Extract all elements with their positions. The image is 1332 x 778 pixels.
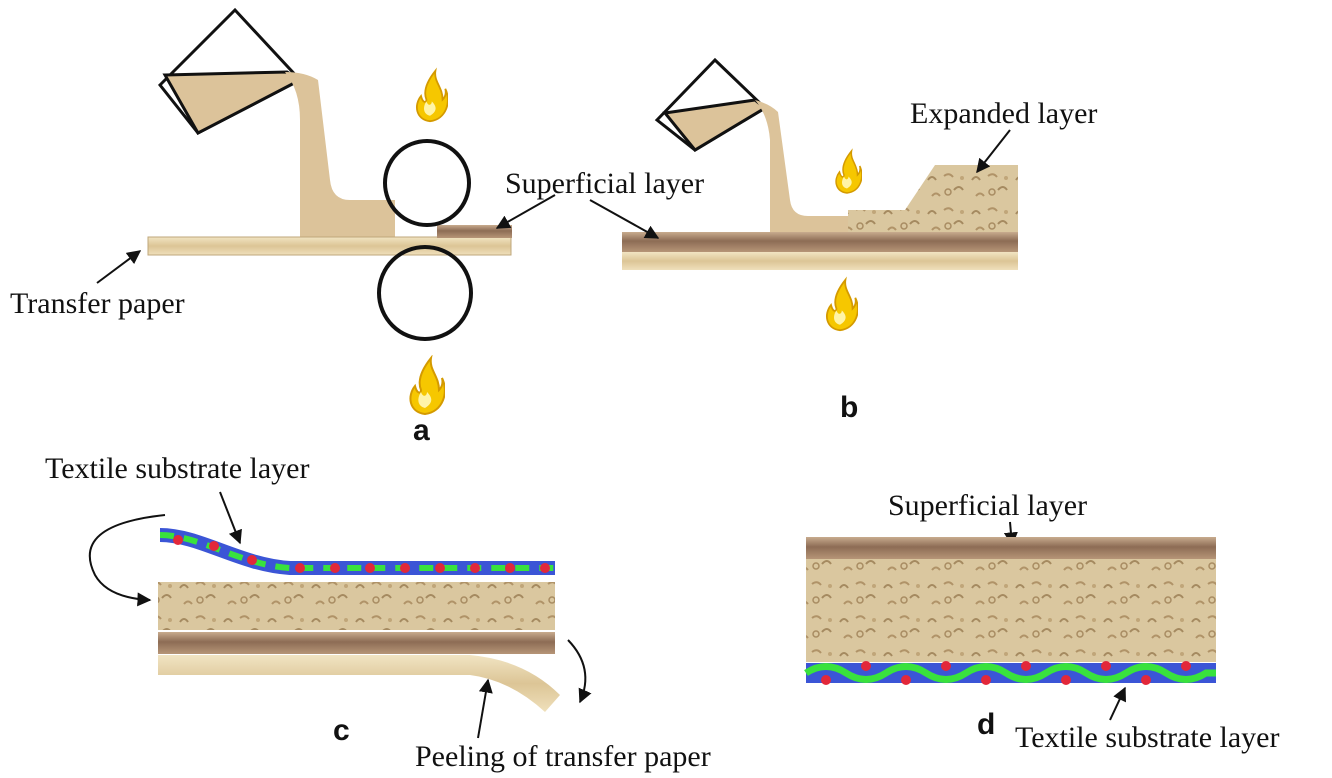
textile-substrate-d <box>804 661 1216 685</box>
peel-arrow <box>567 639 592 704</box>
flip-arrow <box>89 514 166 607</box>
transfer-paper-a <box>147 236 512 256</box>
superficial-layer-arrow-b <box>589 199 660 239</box>
textile-substrate-label-d: Textile substrate layer <box>1015 721 1279 754</box>
superficial-layer-label-a: Superficial layer <box>505 167 704 200</box>
panel-d: Superficial layer Textile substrate laye… <box>804 489 1279 754</box>
transfer-paper-c <box>158 655 560 712</box>
transfer-paper-b <box>622 252 1018 270</box>
pouring-container-b <box>654 57 768 152</box>
superficial-layer-label-d: Superficial layer <box>888 489 1087 522</box>
panel-b: Expanded layer b <box>589 57 1097 424</box>
panel-c: Textile substrate layer Peeling of trans… <box>45 452 711 773</box>
superficial-layer-c <box>158 632 555 654</box>
paste-stream-a <box>285 72 395 238</box>
textile-substrate-arrow-d <box>1109 686 1126 721</box>
upper-roller <box>383 139 471 227</box>
lower-roller <box>377 245 473 341</box>
flame-icon <box>835 150 862 194</box>
paste-stream-b <box>755 100 860 232</box>
textile-substrate-c <box>159 528 555 575</box>
peeling-label: Peeling of transfer paper <box>415 740 711 773</box>
flame-icon <box>409 356 445 416</box>
superficial-layer-b <box>622 232 1018 252</box>
expanded-layer-arrow <box>976 129 1011 174</box>
superficial-layer-a <box>437 225 512 238</box>
transfer-paper-arrow <box>96 250 142 284</box>
textile-substrate-arrow-c <box>219 491 242 545</box>
superficial-layer-arrow-a <box>495 194 556 229</box>
panel-a: Transfer paper Superficial layer a <box>10 7 704 447</box>
panel-letter-c: c <box>333 714 350 747</box>
expanded-foam-d <box>806 559 1216 662</box>
flame-icon <box>825 278 858 332</box>
textile-substrate-label-c: Textile substrate layer <box>45 452 309 485</box>
pouring-container-a <box>157 7 304 135</box>
panel-letter-a: a <box>413 414 430 447</box>
expanded-foam-b <box>848 165 1018 232</box>
expanded-foam-c <box>158 582 555 630</box>
expanded-layer-label: Expanded layer <box>910 97 1097 130</box>
panel-letter-d: d <box>977 708 995 741</box>
superficial-layer-d <box>806 537 1216 559</box>
transfer-paper-label: Transfer paper <box>10 287 185 320</box>
flame-icon <box>415 69 448 123</box>
panel-letter-b: b <box>840 391 858 424</box>
peeling-arrow <box>477 678 493 739</box>
